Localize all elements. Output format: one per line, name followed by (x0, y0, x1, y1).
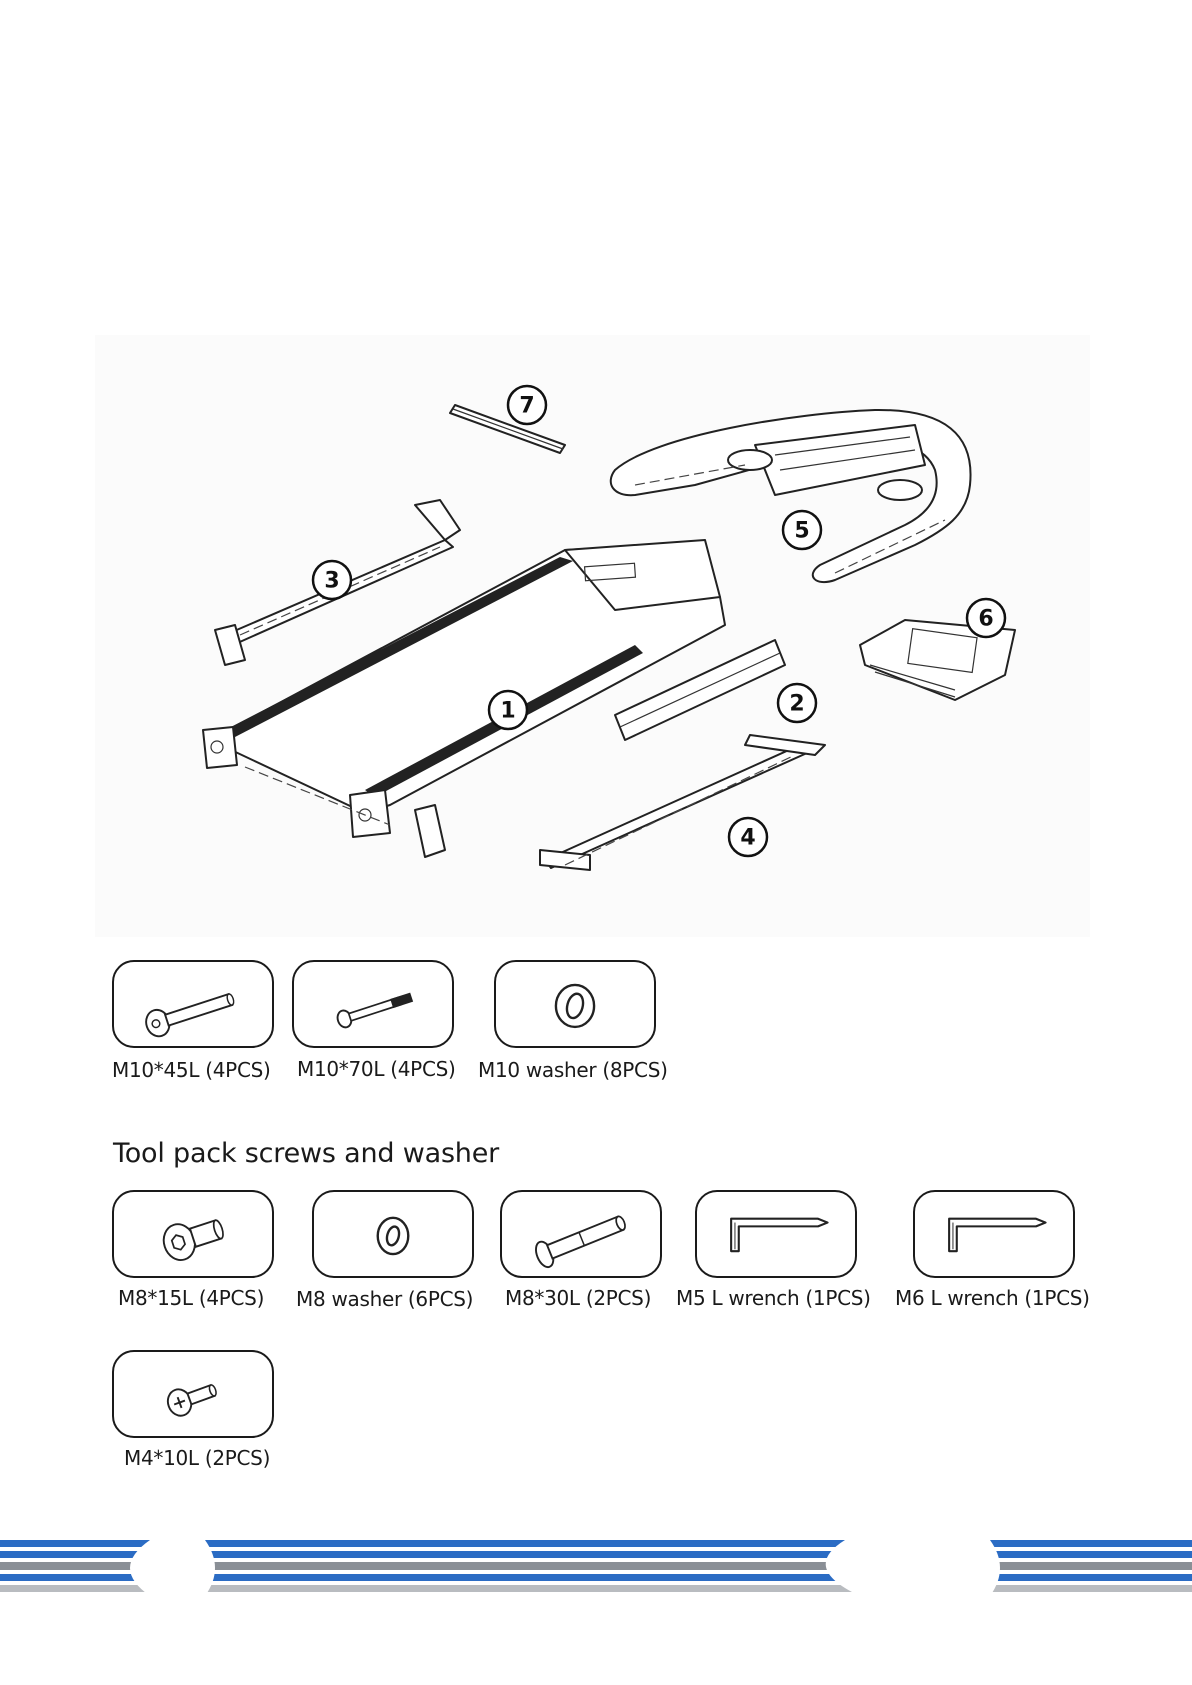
long-bolt-icon (294, 962, 452, 1046)
callout-7: 7 (508, 386, 546, 424)
part-4-crossbar (540, 735, 825, 870)
callout-3: 3 (313, 561, 351, 599)
svg-text:4: 4 (740, 826, 755, 851)
bolt-icon (114, 962, 272, 1046)
svg-text:7: 7 (519, 394, 534, 419)
l-wrench-icon (915, 1192, 1073, 1276)
callout-1: 1 (489, 691, 527, 729)
tool-pack-title: Tool pack screws and washer (113, 1138, 499, 1169)
part-label-m5-wrench: M5 L wrench (1PCS) (676, 1286, 871, 1310)
part-7-bracket (450, 405, 565, 453)
svg-text:6: 6 (978, 607, 993, 632)
callout-2: 2 (778, 684, 816, 722)
footer-stripes (0, 1540, 1192, 1596)
l-wrench-icon (697, 1192, 855, 1276)
part-label-m10-washer: M10 washer (8PCS) (478, 1058, 668, 1082)
part-1-main-deck (203, 540, 725, 837)
svg-text:1: 1 (500, 699, 515, 724)
part-box-m5-wrench (695, 1190, 857, 1278)
part-box-m4-10l (112, 1350, 274, 1438)
washer-icon (314, 1192, 472, 1276)
washer-icon (496, 962, 654, 1046)
short-bolt-icon (114, 1192, 272, 1276)
part-box-m10-washer (494, 960, 656, 1048)
part-label-m6-wrench: M6 L wrench (1PCS) (895, 1286, 1090, 1310)
part-box-m6-wrench (913, 1190, 1075, 1278)
screw-icon (114, 1352, 272, 1436)
part-label-m8-30l: M8*30L (2PCS) (505, 1286, 651, 1310)
part-box-m8-15l (112, 1190, 274, 1278)
svg-text:3: 3 (324, 569, 339, 594)
part-label-m10-45l: M10*45L (4PCS) (112, 1058, 271, 1082)
part-label-m4-10l: M4*10L (2PCS) (124, 1446, 270, 1470)
part-label-m8-15l: M8*15L (4PCS) (118, 1286, 264, 1310)
part-box-m8-washer (312, 1190, 474, 1278)
svg-text:2: 2 (789, 692, 804, 717)
callout-5: 5 (783, 511, 821, 549)
part-label-m10-70l: M10*70L (4PCS) (297, 1057, 456, 1081)
bolt-icon (502, 1192, 660, 1276)
part-box-m10-45l (112, 960, 274, 1048)
callout-6: 6 (967, 599, 1005, 637)
treadmill-parts-diagram: 1 2 3 4 5 6 7 (95, 335, 1090, 937)
callout-4: 4 (729, 818, 767, 856)
svg-text:5: 5 (794, 519, 809, 544)
part-box-m10-70l (292, 960, 454, 1048)
part-box-m8-30l (500, 1190, 662, 1278)
part-label-m8-washer: M8 washer (6PCS) (296, 1287, 473, 1311)
